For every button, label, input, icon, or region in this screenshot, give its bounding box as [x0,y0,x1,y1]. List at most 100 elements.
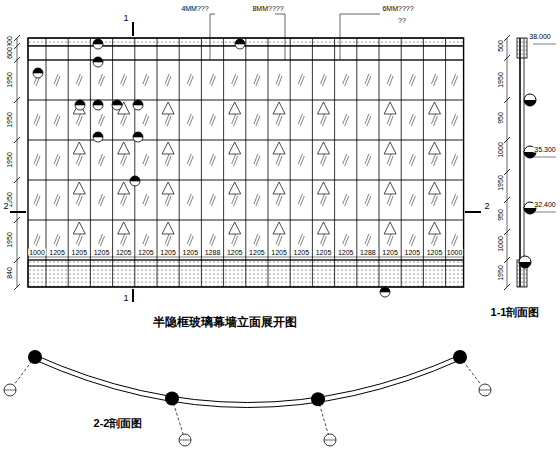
callout-fill [93,39,103,44]
glass-hatch [101,156,105,166]
dimension-tick [14,43,20,49]
glass-hatch [234,236,238,246]
glass-hatch [389,236,393,246]
callout-fill [112,100,122,105]
mullion-node-dot [165,392,179,406]
dimension-tick [14,35,20,41]
dimension-text: 1205 [115,249,133,256]
callout-fill [133,100,143,105]
vent-window-mark [318,102,330,114]
glass-hatch [101,116,105,126]
section-mullion-line [524,38,525,287]
dimension-tick [504,97,510,103]
dimension-tick [14,177,20,183]
glass-hatch [78,116,82,126]
callout-divider [179,440,191,441]
glass-hatch [36,196,40,206]
section-glass-line [519,38,521,287]
glass-hatch [145,76,149,86]
glass-hatch [256,76,260,86]
glass-hatch [323,236,327,246]
glass-hatch [300,116,304,126]
glass-hatch [454,76,458,86]
detail-callout-circle [93,57,103,67]
callout-divider [324,440,336,441]
dimension-line [28,257,464,258]
vent-window-mark [229,102,241,114]
callout-fill [380,287,390,292]
dimension-tick [504,284,510,290]
mullion-line [312,38,313,287]
glass-hatch [345,156,349,166]
detail-callout-circle [93,100,103,110]
glass-hatch [189,236,193,246]
glass-hatch [389,196,393,206]
vent-window-mark [162,222,174,234]
dimension-text: 1205 [315,249,333,256]
vent-window-mark [118,182,130,194]
plan-curve-inner [35,360,460,408]
glass-hatch [345,76,349,86]
glass-hatch [145,156,149,166]
dimension-tick [14,97,20,103]
glass-hatch [256,196,260,206]
glass-hatch [36,236,40,246]
dimension-tick [504,197,510,203]
vent-window-mark [384,142,396,154]
glass-hatch [389,116,393,126]
leader-line [285,14,286,60]
section-number: 1 [122,14,129,23]
vent-window-mark [429,222,441,234]
dimension-text: 1000 [28,249,46,256]
dimension-text: 1205 [404,249,422,256]
dimension-text: 1950 [6,71,13,89]
glass-hatch [78,76,82,86]
dimension-text: 1205 [381,249,399,256]
dimension-text: 1205 [248,249,266,256]
vent-window-mark [429,102,441,114]
dimension-text: 950 [497,111,504,125]
glass-hatch [189,116,193,126]
glass-hatch [234,196,238,206]
mullion-line [179,38,180,287]
drawing-title: 半隐框玻璃幕墙立面展开图 [152,316,298,328]
callout-fill [130,176,140,181]
mullion-line [379,38,380,287]
section-number: 1 [122,294,129,303]
glass-hatch [123,76,127,86]
glass-hatch [345,236,349,246]
dimension-text: 1950 [497,264,504,282]
glass-hatch [367,196,371,206]
section-node-fill [524,100,536,106]
section-node-circle [524,94,536,106]
vent-window-mark [384,182,396,194]
detail-callout-circle [75,100,85,110]
glass-hatch [101,236,105,246]
vent-window-mark [384,102,396,114]
glass-hatch [278,76,282,86]
dimension-tick [504,35,510,41]
glass-hatch [167,156,171,166]
mullion-node-dot [28,350,42,364]
glass-hatch [434,236,438,246]
glass-hatch [78,156,82,166]
glass-hatch [234,156,238,166]
glass-hatch [56,156,60,166]
dimension-tick [504,55,510,61]
mullion-line [134,38,135,287]
vent-window-mark [229,182,241,194]
callout-fill [133,132,143,137]
dimension-text: 1205 [159,249,177,256]
level-text: 35.300 [533,146,556,153]
mullion-line [268,38,269,287]
elevation-outline [28,38,464,287]
glass-hatch [411,196,415,206]
glass-hatch [367,236,371,246]
callout-divider [479,390,491,391]
dimension-text: 1205 [426,249,444,256]
dimension-text: 1950 [497,71,504,89]
section-spandrel [517,38,527,58]
vent-window-mark [118,142,130,154]
glass-hatch [300,236,304,246]
